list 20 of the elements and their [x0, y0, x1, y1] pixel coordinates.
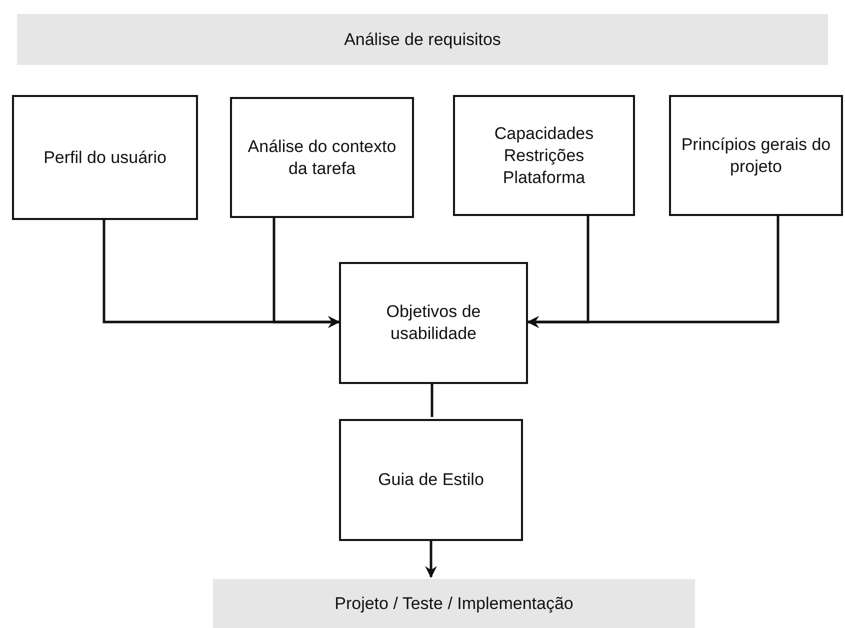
process-box: [669, 95, 843, 216]
process-box: [12, 95, 198, 220]
process-box: [339, 419, 523, 541]
arrow: [272, 218, 340, 328]
arrow: [425, 541, 437, 578]
process-box: [339, 262, 528, 384]
connector-line: [430, 384, 434, 417]
node-label: Projeto / Teste / Implementação: [334, 592, 574, 614]
stage-band: [213, 579, 695, 628]
node-label: Guia de Estilo: [378, 469, 484, 491]
node-label: Capacidades Restrições Plataforma: [493, 122, 595, 188]
process-box: [453, 95, 635, 216]
node-label: Análise de requisitos: [344, 28, 501, 50]
stage-band: [17, 14, 828, 65]
node-label: Princípios gerais do projeto: [680, 134, 832, 178]
node-label: Perfil do usuário: [44, 146, 166, 168]
node-label: Análise do contexto da tarefa: [246, 136, 398, 180]
arrow: [527, 216, 780, 328]
process-box: [230, 97, 414, 218]
node-label: Objetivos de usabilidade: [385, 301, 482, 345]
